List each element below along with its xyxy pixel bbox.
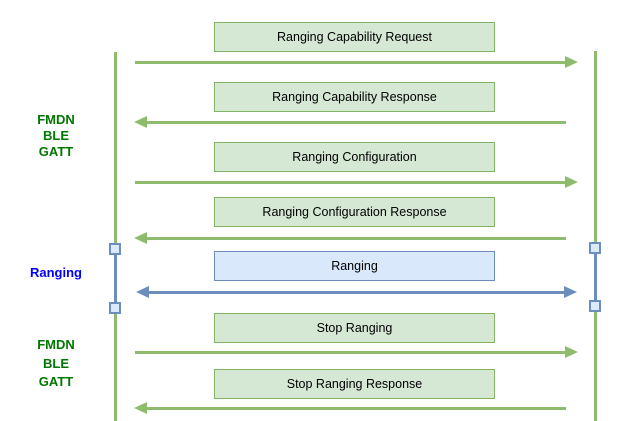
arrowhead-left-icon bbox=[134, 232, 147, 244]
arrow-shaft bbox=[135, 61, 567, 64]
phase-label-line: FMDN bbox=[37, 112, 75, 127]
phase-label-fmdn-ble-gatt-top: FMDN BLE GATT bbox=[10, 112, 102, 160]
activation-end-marker-right bbox=[589, 300, 601, 312]
phase-label-line: GATT bbox=[38, 144, 74, 159]
message-label: Stop Ranging bbox=[316, 321, 393, 335]
arrowhead-right-icon bbox=[564, 286, 577, 298]
message-label: Ranging Capability Request bbox=[277, 30, 432, 44]
message-label: Stop Ranging Response bbox=[286, 377, 423, 391]
activation-start-marker-right bbox=[589, 242, 601, 254]
activation-bar-right bbox=[593, 248, 597, 306]
phase-label-line: Ranging bbox=[30, 265, 82, 280]
lifeline-right bbox=[593, 51, 597, 421]
message-box-ranging-capability-request: Ranging Capability Request bbox=[214, 22, 495, 52]
message-box-stop-ranging: Stop Ranging bbox=[214, 313, 495, 343]
arrow-shaft bbox=[145, 121, 566, 124]
message-arrow-left bbox=[134, 232, 566, 245]
message-arrow-right bbox=[135, 346, 578, 359]
activation-bar-left bbox=[113, 249, 117, 308]
message-box-ranging-capability-response: Ranging Capability Response bbox=[214, 82, 495, 112]
arrow-shaft bbox=[145, 237, 566, 240]
phase-label-line: BLE bbox=[43, 128, 69, 143]
message-box-ranging-configuration: Ranging Configuration bbox=[214, 142, 495, 172]
arrowhead-left-icon bbox=[134, 116, 147, 128]
arrowhead-right-icon bbox=[565, 346, 578, 358]
phase-label-line: FMDN bbox=[37, 337, 75, 352]
message-arrow-right bbox=[135, 56, 578, 69]
activation-end-marker-left bbox=[109, 302, 121, 314]
message-box-stop-ranging-response: Stop Ranging Response bbox=[214, 369, 495, 399]
arrowhead-left-icon bbox=[134, 402, 147, 414]
message-box-ranging-configuration-response: Ranging Configuration Response bbox=[214, 197, 495, 227]
message-label: Ranging Configuration Response bbox=[262, 205, 447, 219]
arrow-shaft bbox=[135, 181, 567, 184]
arrowhead-right-icon bbox=[565, 56, 578, 68]
phase-label-line: BLE bbox=[43, 355, 69, 371]
phase-label-line: GATT bbox=[38, 374, 74, 389]
phase-label-ranging: Ranging bbox=[10, 266, 102, 280]
message-arrow-left bbox=[134, 402, 566, 415]
arrow-shaft bbox=[145, 407, 566, 410]
arrowhead-left-icon bbox=[136, 286, 149, 298]
activation-start-marker-left bbox=[109, 243, 121, 255]
phase-label-fmdn-ble-gatt-bottom: FMDN BLE GATT bbox=[10, 336, 102, 392]
arrow-shaft bbox=[147, 291, 566, 294]
message-arrow-left bbox=[134, 116, 566, 129]
arrowhead-right-icon bbox=[565, 176, 578, 188]
message-label: Ranging Configuration bbox=[292, 150, 417, 164]
message-label: Ranging bbox=[331, 259, 378, 273]
arrow-shaft bbox=[135, 351, 567, 354]
message-box-ranging: Ranging bbox=[214, 251, 495, 281]
message-label: Ranging Capability Response bbox=[272, 90, 437, 104]
message-arrow-right bbox=[135, 176, 578, 189]
lifeline-left bbox=[113, 52, 117, 421]
message-arrow-bidirectional bbox=[136, 286, 577, 299]
